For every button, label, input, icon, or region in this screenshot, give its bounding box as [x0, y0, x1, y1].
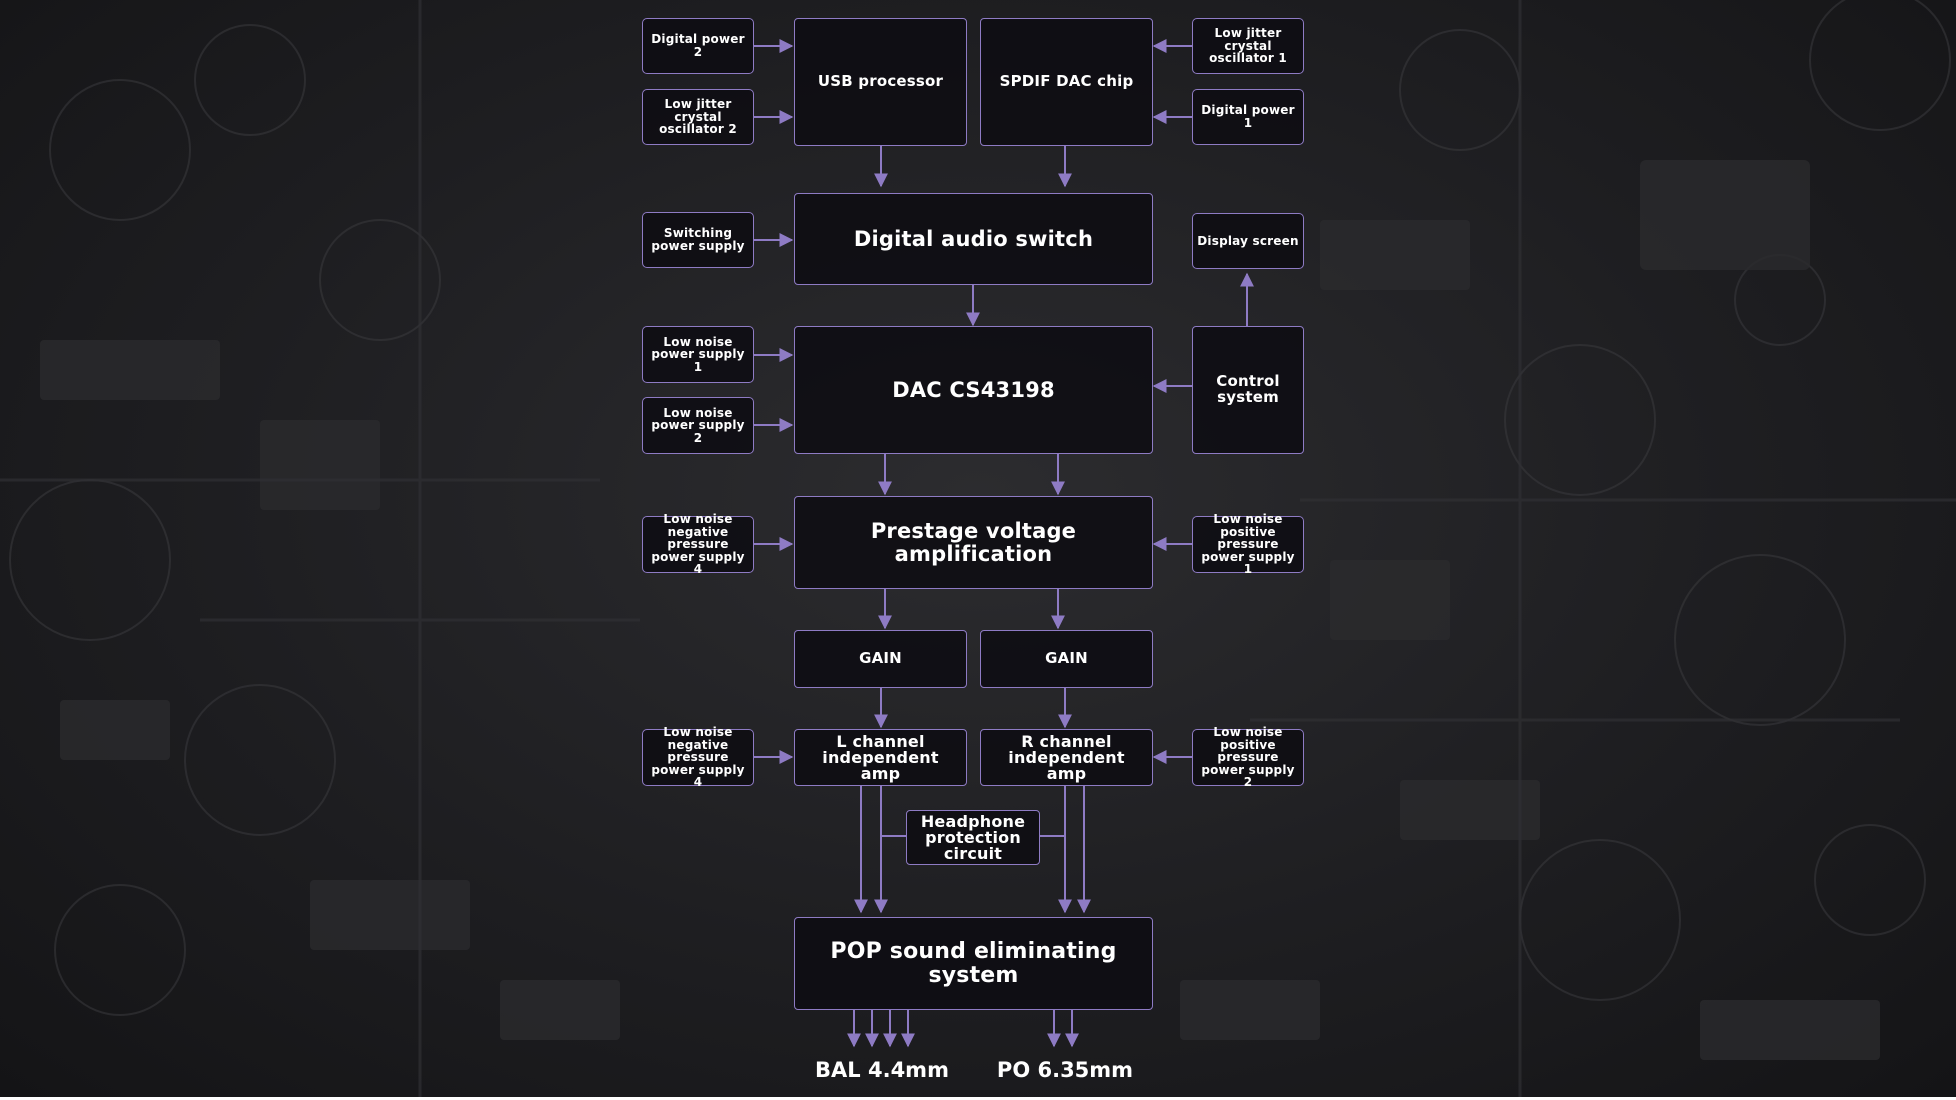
output-po-label: PO 6.35mm [996, 1058, 1134, 1082]
gain-left-box: GAIN [794, 630, 967, 688]
output-bal-label: BAL 4.4mm [815, 1058, 949, 1082]
control-system-box: Control system [1192, 326, 1304, 454]
oscillator-2-box: Low jitter crystal oscillator 2 [642, 89, 754, 145]
pop-eliminating-system-box: POP sound eliminating system [794, 917, 1153, 1010]
low-noise-supply-1-box: Low noise power supply 1 [642, 326, 754, 383]
headphone-protection-box: Headphone protection circuit [906, 810, 1040, 865]
positive-supply-2-box: Low noise positive pressure power supply… [1192, 726, 1304, 789]
usb-processor-box: USB processor [794, 18, 967, 146]
digital-audio-switch-box: Digital audio switch [794, 193, 1153, 285]
oscillator-1-box: Low jitter crystal oscillator 1 [1192, 18, 1304, 74]
r-channel-amp-box: R channel independent amp [980, 729, 1153, 786]
switching-power-supply-box: Switching power supply [642, 212, 754, 268]
negative-supply-4-top-box: Low noise negative pressure power supply… [642, 513, 754, 576]
low-noise-supply-2-box: Low noise power supply 2 [642, 397, 754, 454]
l-channel-amp-box: L channel independent amp [794, 729, 967, 786]
bottom-edge-strip [0, 1097, 1956, 1100]
prestage-amplification-box: Prestage voltage amplification [794, 496, 1153, 589]
digital-power-1-box: Digital power 1 [1192, 89, 1304, 145]
gain-right-box: GAIN [980, 630, 1153, 688]
spdif-dac-chip-box: SPDIF DAC chip [980, 18, 1153, 146]
display-screen-box: Display screen [1192, 213, 1304, 269]
negative-supply-4-bottom-box: Low noise negative pressure power supply… [642, 726, 754, 789]
digital-power-2-box: Digital power 2 [642, 18, 754, 74]
positive-supply-1-box: Low noise positive pressure power supply… [1192, 513, 1304, 576]
dac-box: DAC CS43198 [794, 326, 1153, 454]
